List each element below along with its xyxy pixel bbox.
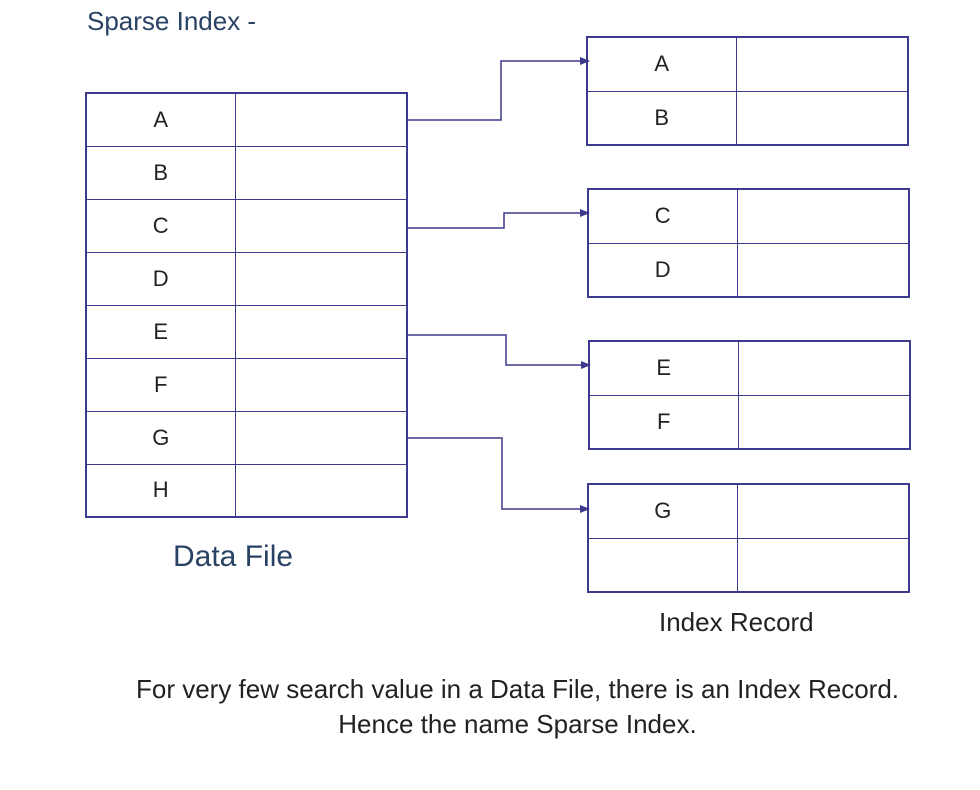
index-pointer-cell <box>736 537 910 593</box>
data-file-row: F <box>85 357 408 412</box>
data-file-caption: Data File <box>173 540 294 573</box>
data-file-cell <box>234 463 408 518</box>
index-pointer-cell <box>736 483 910 539</box>
index-pointer-cell <box>735 90 909 146</box>
index-row <box>587 537 910 593</box>
index-key: B <box>586 90 737 146</box>
data-file-cell <box>234 304 408 359</box>
data-file-row: B <box>85 145 408 200</box>
data-file-key: F <box>85 357 236 412</box>
data-file-cell <box>234 410 408 465</box>
data-file-table: A B C D E F G H <box>85 92 408 518</box>
index-row: G <box>587 483 910 539</box>
index-key: E <box>588 340 739 396</box>
data-file-cell <box>234 198 408 253</box>
data-file-key: E <box>85 304 236 359</box>
explanation-text: For very few search value in a Data File… <box>60 672 975 742</box>
data-file-key: G <box>85 410 236 465</box>
index-block-1: A B <box>586 36 909 146</box>
index-row: B <box>586 90 909 146</box>
index-key: A <box>586 36 737 92</box>
index-key: D <box>587 242 738 298</box>
data-file-cell <box>234 357 408 412</box>
explanation-line-1: For very few search value in a Data File… <box>135 674 899 704</box>
data-file-row: G <box>85 410 408 465</box>
index-row: C <box>587 188 910 244</box>
index-key: C <box>587 188 738 244</box>
pointer-arrow-e <box>407 334 591 369</box>
index-pointer-cell <box>737 340 911 396</box>
data-file-row: E <box>85 304 408 359</box>
index-row: F <box>588 394 911 450</box>
diagram-title: Sparse Index - <box>87 6 257 36</box>
data-file-row: C <box>85 198 408 253</box>
data-file-key: B <box>85 145 236 200</box>
data-file-row: D <box>85 251 408 306</box>
index-pointer-cell <box>737 394 911 450</box>
index-row: E <box>588 340 911 396</box>
index-row: D <box>587 242 910 298</box>
index-row: A <box>586 36 909 92</box>
index-pointer-cell <box>736 242 910 298</box>
pointer-arrow-a <box>407 57 590 121</box>
index-record-caption: Index Record <box>659 607 814 637</box>
pointer-arrow-g <box>407 437 590 513</box>
index-key <box>587 537 738 593</box>
pointer-arrow-c <box>407 209 590 229</box>
index-block-4: G <box>587 483 910 593</box>
index-block-3: E F <box>588 340 911 450</box>
index-key: G <box>587 483 738 539</box>
data-file-key: H <box>85 463 236 518</box>
data-file-row: H <box>85 463 408 518</box>
index-block-2: C D <box>587 188 910 298</box>
index-pointer-cell <box>735 36 909 92</box>
data-file-key: C <box>85 198 236 253</box>
index-key: F <box>588 394 739 450</box>
data-file-key: D <box>85 251 236 306</box>
explanation-line-2: Hence the name Sparse Index. <box>338 709 697 739</box>
